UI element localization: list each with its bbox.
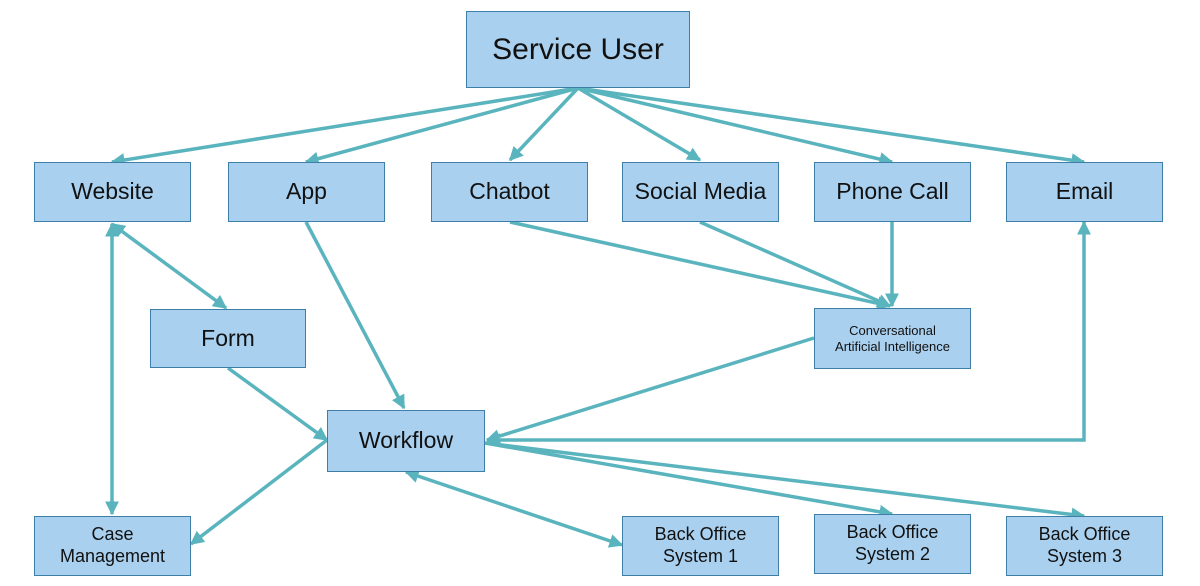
node-form: Form [150, 309, 306, 368]
node-conversational-ai: Conversational Artificial Intelligence [814, 308, 971, 369]
arrow-email-to-workflow [485, 220, 1091, 447]
node-service-user: Service User [466, 11, 690, 88]
node-email: Email [1006, 162, 1163, 222]
node-phone-call: Phone Call [814, 162, 971, 222]
node-chatbot: Chatbot [431, 162, 588, 222]
node-label: Phone Call [836, 178, 949, 205]
arrow-workflow-to-back-office-3 [484, 441, 1086, 522]
node-label: Back Office System 1 [654, 524, 747, 566]
node-label: App [286, 178, 327, 205]
arrow-workflow-to-case-management [189, 438, 329, 546]
arrow-conversational-ai-to-workflow [485, 336, 815, 443]
node-app: App [228, 162, 385, 222]
arrow-service-user-to-social-media [577, 86, 702, 162]
arrow-form-to-workflow [226, 366, 329, 442]
node-back-office-3: Back Office System 3 [1006, 516, 1163, 576]
node-label: Chatbot [469, 178, 550, 205]
node-label: Case Management [59, 524, 166, 566]
arrow-chatbot-to-conversational-ai [509, 220, 892, 311]
node-social-media: Social Media [622, 162, 779, 222]
node-label: Social Media [634, 178, 767, 205]
arrow-social-media-to-conversational-ai [699, 220, 892, 308]
arrow-website-to-form [110, 222, 228, 310]
node-label: Back Office System 3 [1038, 524, 1131, 566]
node-website: Website [34, 162, 191, 222]
arrow-app-to-workflow [304, 221, 406, 410]
arrow-service-user-to-email [577, 86, 1086, 168]
arrow-service-user-to-chatbot [508, 86, 580, 162]
node-back-office-2: Back Office System 2 [814, 514, 971, 574]
arrow-workflow-to-back-office-1 [404, 469, 624, 548]
arrow-service-user-to-phone-call [577, 86, 894, 166]
arrow-service-user-to-website [110, 86, 579, 167]
arrow-service-user-to-app [304, 86, 579, 166]
node-label: Workflow [358, 427, 454, 454]
diagram-edges [105, 86, 1091, 548]
node-label: Form [201, 324, 255, 351]
node-label: Service User [492, 32, 664, 66]
node-label: Email [1055, 178, 1114, 205]
node-label: Back Office System 2 [846, 522, 939, 564]
node-label: Website [71, 178, 154, 205]
arrow-workflow-to-back-office-2 [484, 441, 894, 519]
node-workflow: Workflow [327, 410, 485, 472]
node-back-office-1: Back Office System 1 [622, 516, 779, 576]
node-label: Conversational Artificial Intelligence [835, 322, 950, 354]
node-case-management: Case Management [34, 516, 191, 576]
